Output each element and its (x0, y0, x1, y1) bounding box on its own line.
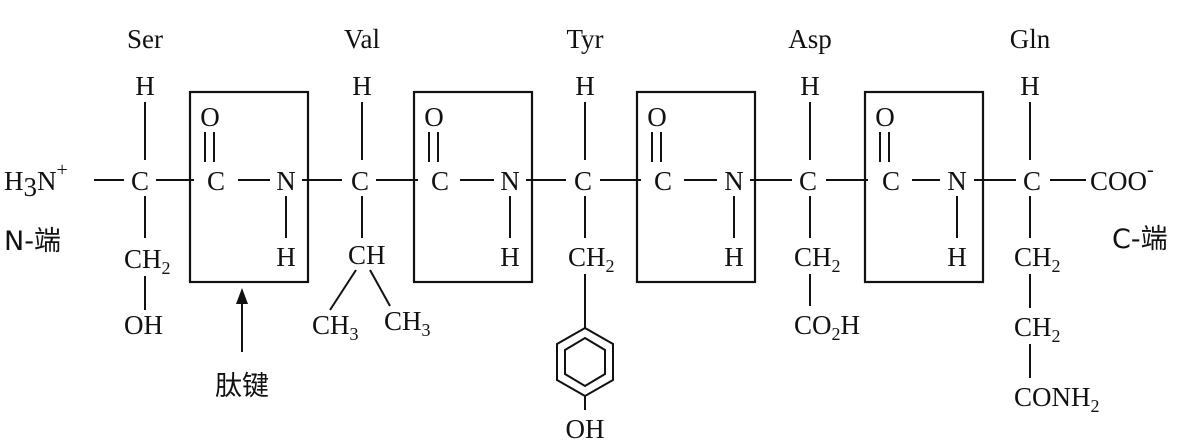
peptide-bond-box-4 (863, 90, 985, 284)
asp-ch2: CH2 (794, 242, 841, 276)
n-terminus-label: N-端 (4, 226, 61, 257)
pb2-h: H (500, 242, 520, 272)
val-bond-cb-ch3-right (369, 269, 391, 307)
peptide-bond-box-1 (188, 90, 310, 284)
pb2-n: N (500, 166, 520, 196)
gln-ch2-gamma: CH2 (1014, 312, 1061, 346)
tyr-benzene-inner-ring (564, 336, 606, 388)
pb4-o: O (875, 102, 895, 132)
pb4-h: H (947, 242, 967, 272)
gln-alpha-h: H (1020, 71, 1040, 101)
pb3-n: N (724, 166, 744, 196)
tyr-ch2: CH2 (568, 242, 615, 276)
pb1-c: C (207, 166, 225, 196)
val-ch3-right: CH3 (384, 306, 431, 340)
peptide-bond-label: 肽键 (215, 371, 269, 402)
c-terminus-coo: COO- (1090, 159, 1154, 196)
peptide-bond-arrow-head (236, 288, 248, 304)
asp-alpha-h: H (800, 71, 820, 101)
residue-name-ser: Ser (127, 24, 163, 54)
c-terminus-label: C-端 (1112, 224, 1168, 255)
pb1-n: N (276, 166, 296, 196)
pb4-n: N (947, 166, 967, 196)
peptide-bond-box-3 (635, 90, 757, 284)
ser-oh: OH (124, 310, 163, 340)
tyr-oh: OH (566, 414, 605, 444)
val-bond-cb-ch3-left (329, 269, 357, 311)
residue-name-gln: Gln (1010, 24, 1051, 54)
residue-name-val: Val (344, 24, 380, 54)
pb3-c: C (654, 166, 672, 196)
pb3-o: O (647, 102, 667, 132)
peptide-bond-box-2 (412, 90, 534, 284)
n-terminus-group: H3N+ (4, 159, 68, 202)
val-ch3-left: CH3 (312, 310, 359, 344)
gln-alpha-c: C (1023, 166, 1041, 196)
pb2-c: C (431, 166, 449, 196)
val-alpha-h: H (352, 71, 372, 101)
residue-name-asp: Asp (788, 24, 832, 54)
gln-conh2: CONH2 (1014, 382, 1100, 416)
ser-ch2: CH2 (124, 244, 171, 278)
asp-co2h: CO2H (794, 310, 860, 344)
residue-name-tyr: Tyr (566, 24, 603, 54)
tyr-alpha-c: C (574, 166, 592, 196)
ser-alpha-h: H (135, 71, 155, 101)
val-alpha-c: C (351, 166, 369, 196)
pb4-c: C (882, 166, 900, 196)
pb2-o: O (424, 102, 444, 132)
asp-alpha-c: C (799, 166, 817, 196)
gln-ch2-beta: CH2 (1014, 242, 1061, 276)
val-ch: CH (348, 240, 386, 270)
pb1-o: O (200, 102, 220, 132)
pb3-h: H (724, 242, 744, 272)
ser-alpha-c: C (131, 166, 149, 196)
tyr-alpha-h: H (575, 71, 595, 101)
pb1-h: H (276, 242, 296, 272)
